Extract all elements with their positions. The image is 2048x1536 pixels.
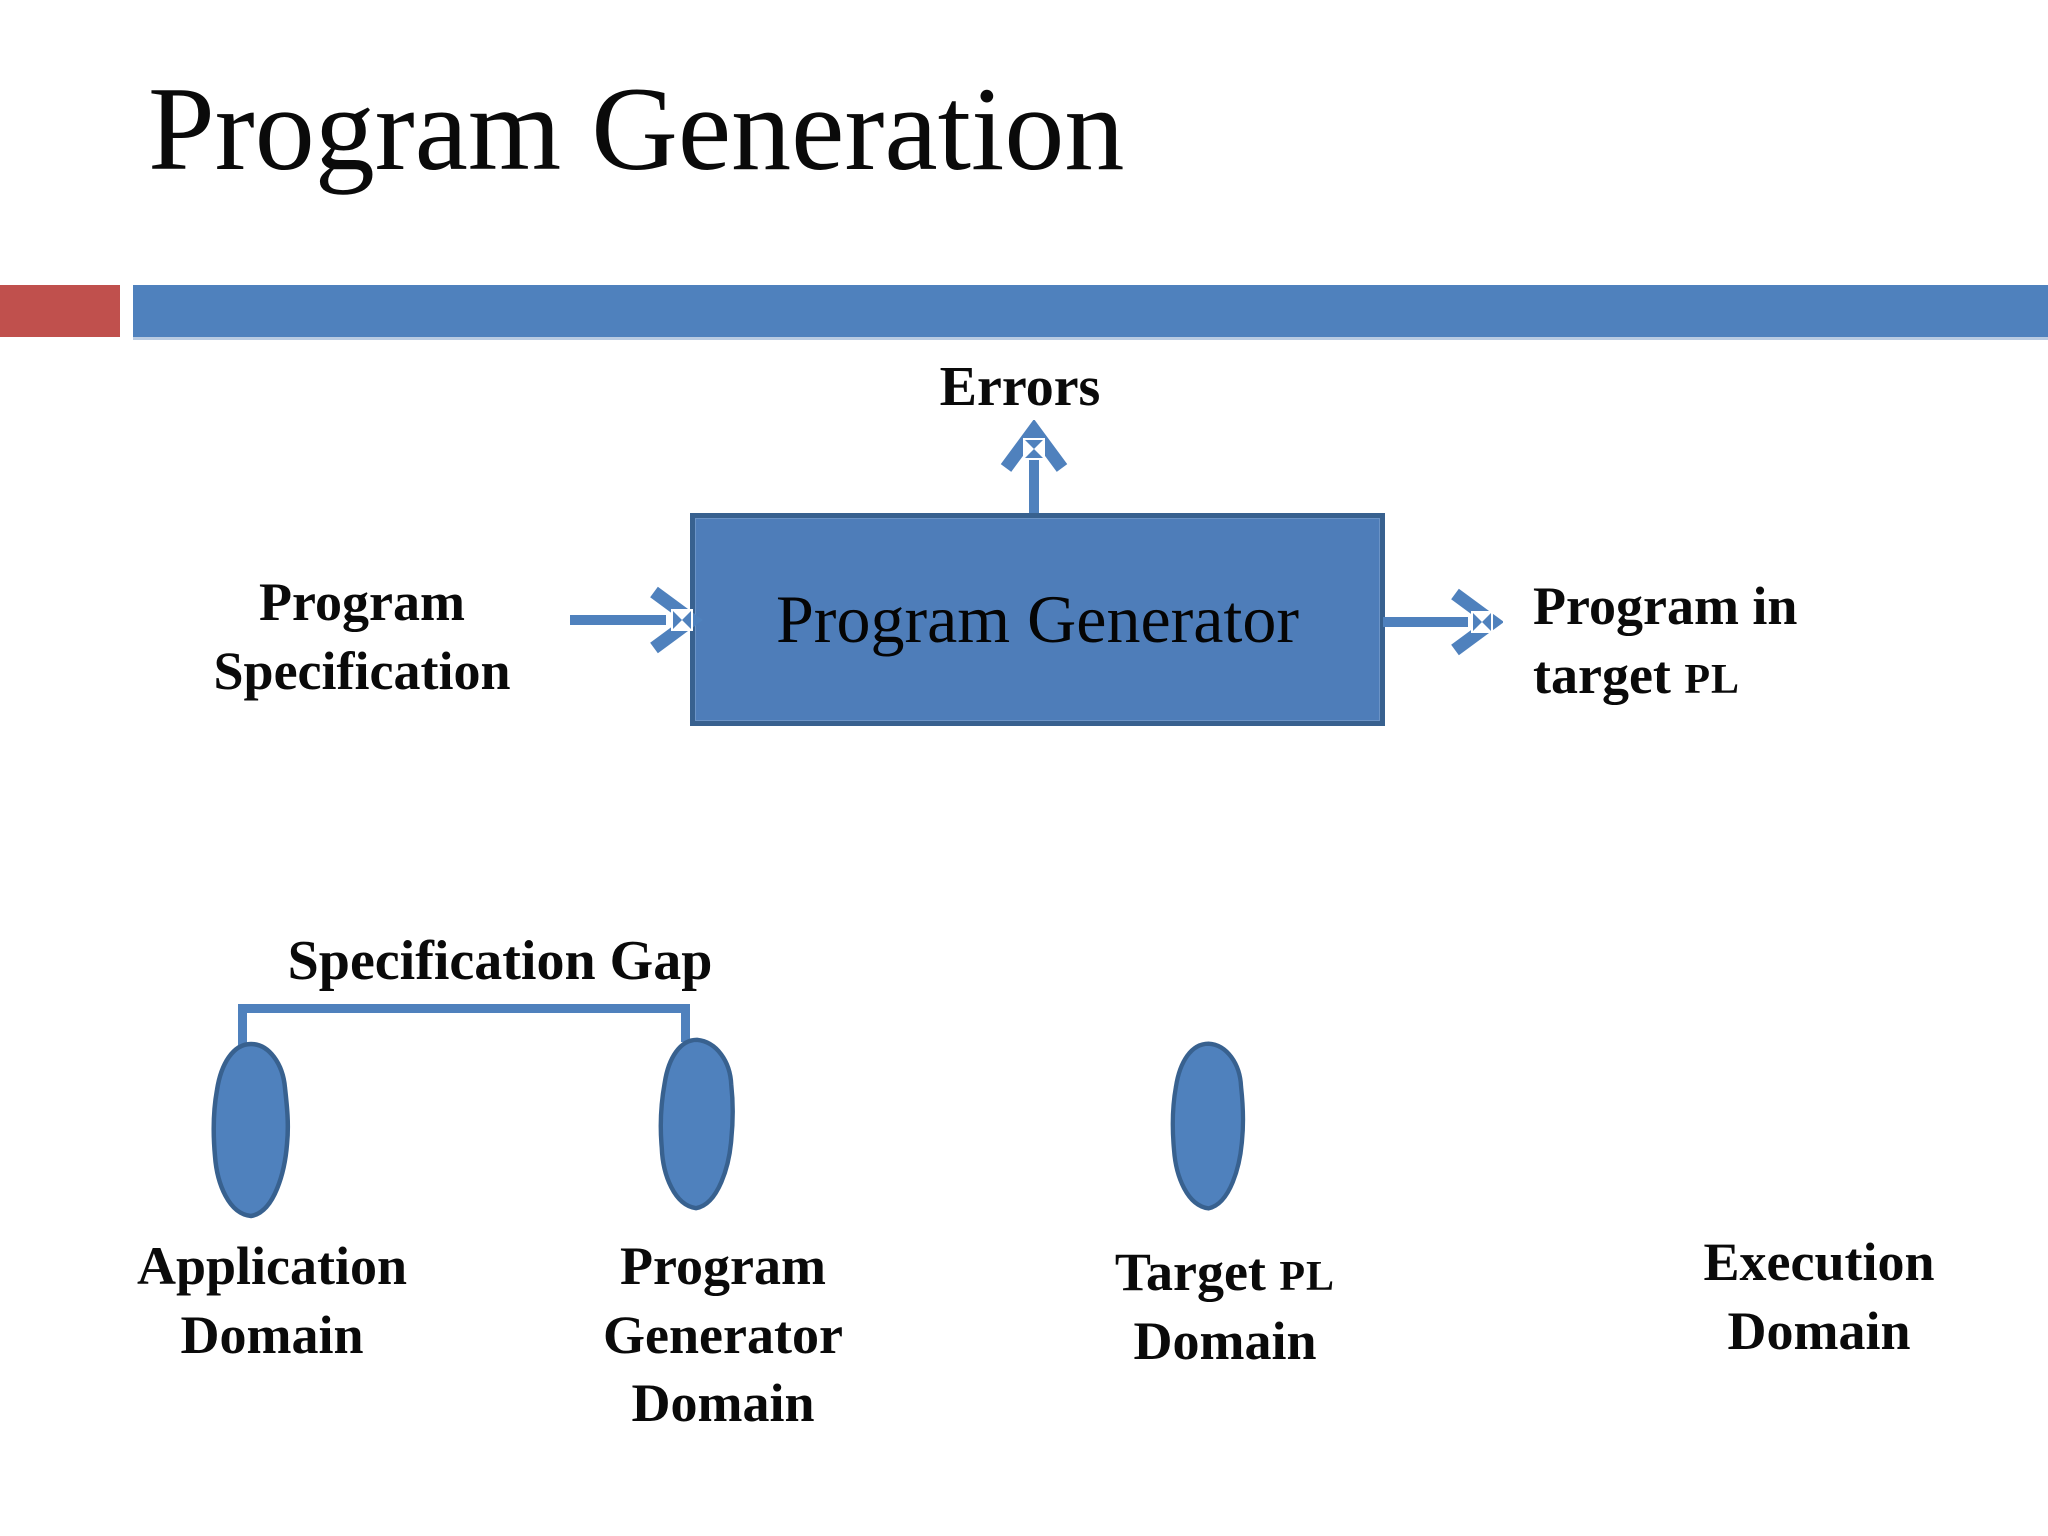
program-generator-domain-line3: Domain <box>631 1373 815 1434</box>
program-specification-label: Program Specification <box>142 568 582 705</box>
accent-bar-blue <box>133 285 2048 340</box>
program-generator-domain-line2: Generator <box>603 1304 843 1365</box>
program-generator-domain-line1: Program <box>620 1236 826 1296</box>
program-in-target-pl-label: Program in target PL <box>1533 572 1993 709</box>
errors-label: Errors <box>939 356 1101 418</box>
accent-bar-red <box>0 285 120 337</box>
application-domain-line2: Domain <box>180 1304 364 1365</box>
output-label-line1: Program in <box>1533 576 1798 636</box>
specification-gap-label: Specification Gap <box>287 930 713 992</box>
program-generator-box-label: Program Generator <box>775 581 1299 657</box>
target-pl-domain-line1: Target PL <box>1114 1242 1336 1302</box>
program-specification-line1: Program <box>259 572 465 632</box>
execution-domain-line1: Execution <box>1703 1232 1935 1292</box>
program-specification-line2: Specification <box>213 640 511 701</box>
program-generator-domain-label: Program Generator Domain <box>523 1232 923 1438</box>
arrow-right-input-icon <box>570 586 703 654</box>
execution-domain-label: Execution Domain <box>1619 1228 2019 1365</box>
application-domain-label: Application Domain <box>72 1232 472 1369</box>
program-generator-box: Program Generator <box>690 513 1385 726</box>
arrow-up-icon <box>1000 420 1068 520</box>
output-label-line2: target PL <box>1533 644 1741 705</box>
application-domain-line1: Application <box>136 1236 408 1296</box>
arrow-right-output-icon <box>1383 588 1503 656</box>
pl-small-caps: PL <box>1684 656 1741 703</box>
target-pl-small-caps: PL <box>1279 1254 1336 1300</box>
page-title: Program Generation <box>148 62 1125 195</box>
specification-gap-bracket-bar <box>238 1004 690 1013</box>
execution-domain-line2: Domain <box>1727 1300 1911 1361</box>
application-domain-ellipse <box>211 1041 291 1219</box>
program-generator-domain-ellipse <box>658 1037 735 1211</box>
target-pl-domain-label: Target PL Domain <box>1025 1238 1425 1375</box>
specification-gap-bracket-left-stub <box>238 1004 247 1046</box>
target-pl-domain-ellipse <box>1170 1041 1246 1211</box>
target-pl-domain-line2: Domain <box>1133 1310 1317 1371</box>
specification-gap-bracket-right-stub <box>681 1004 690 1042</box>
